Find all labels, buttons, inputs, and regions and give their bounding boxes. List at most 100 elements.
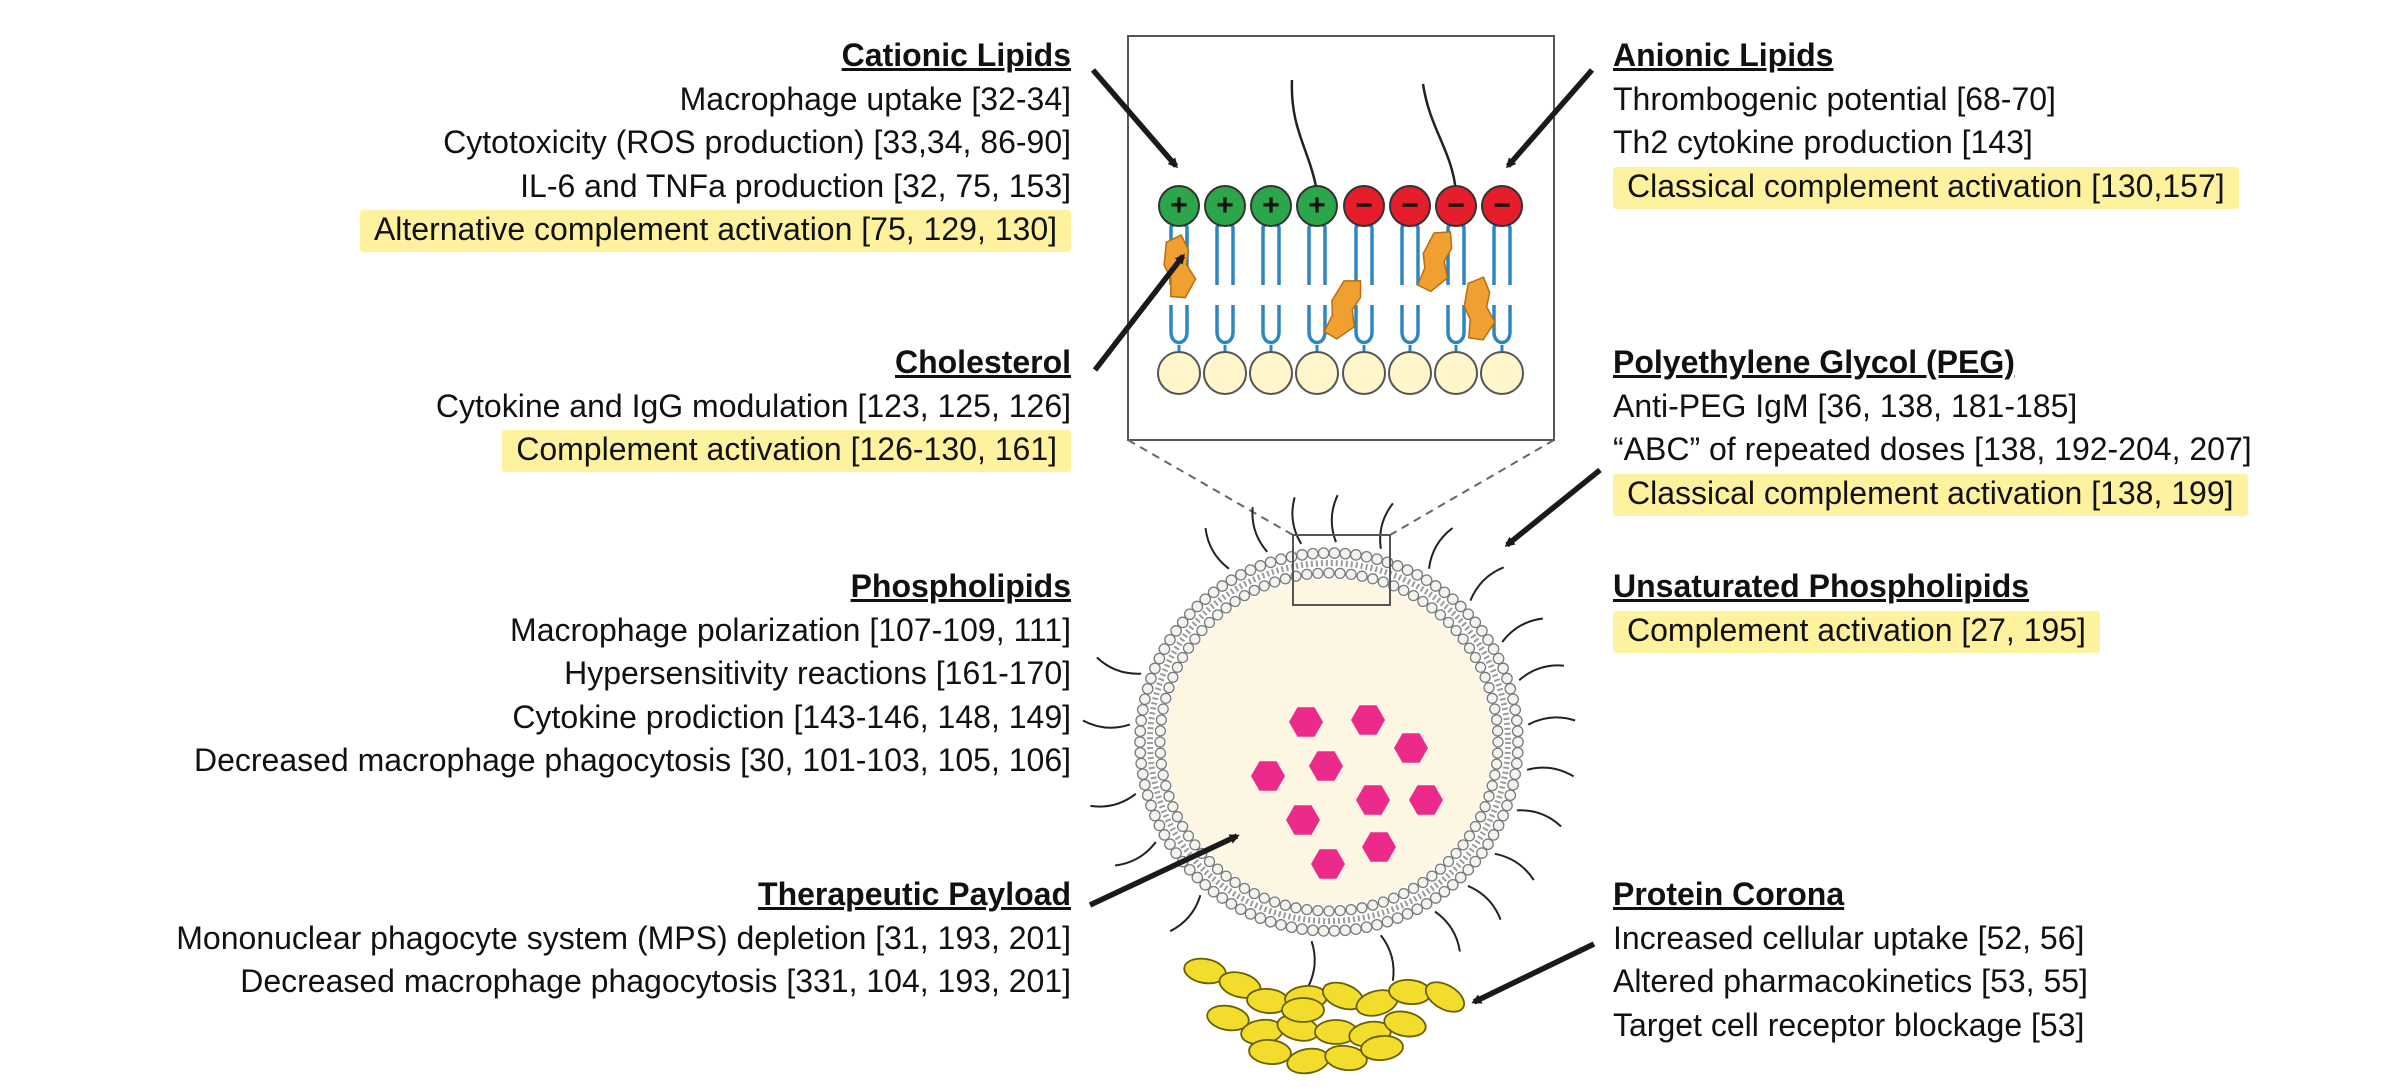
item-text: Cytokine prodiction [143-146, 148, 149] xyxy=(512,698,1071,735)
peg-chain xyxy=(1434,910,1461,952)
item-text: Cytotoxicity (ROS production) [33,34, 86… xyxy=(443,124,1071,160)
negative-charge-icon: − xyxy=(1355,189,1373,222)
cationic-lipids-item: Macrophage uptake [32-34] xyxy=(360,78,1071,122)
bilayer-bead xyxy=(1479,801,1491,813)
bilayer-bead xyxy=(1170,847,1182,859)
bilayer-bead xyxy=(1164,633,1176,646)
bilayer-bead xyxy=(1323,567,1335,579)
peg-chain xyxy=(1516,809,1562,828)
item-text: Thrombogenic potential [68-70] xyxy=(1613,80,2056,117)
unsaturated-phospholipids-heading: Unsaturated Phospholipids xyxy=(1613,568,2030,604)
bilayer-bead xyxy=(1407,882,1420,895)
bilayer-bead xyxy=(1438,885,1451,898)
peg-item: Anti-PEG IgM [36, 138, 181-185] xyxy=(1613,385,2252,429)
bilayer-bead xyxy=(1442,616,1455,629)
cationic-head xyxy=(1250,185,1292,227)
anionic-head xyxy=(1343,185,1385,227)
highlighted-text: Classical complement activation [138, 19… xyxy=(1613,473,2248,516)
bilayer-bead xyxy=(1275,553,1287,566)
bilayer-bead xyxy=(1171,661,1184,673)
bilayer-bead xyxy=(1149,662,1161,675)
peg-chain xyxy=(1090,793,1137,808)
bilayer-bead xyxy=(1170,625,1182,637)
peg-chain xyxy=(1169,894,1202,933)
bilayer-bead xyxy=(1446,593,1459,606)
cationic-lipids-item: Cytotoxicity (ROS production) [33,34, 86… xyxy=(360,121,1071,165)
bilayer-bead xyxy=(1462,608,1475,621)
bilayer-bead xyxy=(1491,725,1504,737)
bilayer-bead xyxy=(1501,672,1513,685)
unsaturated-phospholipids-item: Complement activation [27, 195] xyxy=(1613,609,2100,653)
bilayer-bead xyxy=(1450,847,1462,860)
bilayer-bead xyxy=(1244,564,1257,576)
protein-corona-item: Altered pharmacokinetics [53, 55] xyxy=(1613,960,2088,1004)
bilayer-bead xyxy=(1134,725,1147,738)
bilayer-bead xyxy=(1489,703,1501,715)
bilayer-bead xyxy=(1189,839,1201,851)
bilayer-bead xyxy=(1429,892,1442,904)
peg-chain xyxy=(1526,766,1575,778)
bilayer-bead xyxy=(1220,602,1232,614)
bilayer-bead xyxy=(1417,876,1429,889)
bilayer-bead xyxy=(1469,651,1482,664)
bilayer-bead xyxy=(1454,600,1467,613)
cholesterol-arrow xyxy=(1092,253,1186,372)
bilayer-bead xyxy=(1264,556,1277,569)
bilayer-bead xyxy=(1401,908,1414,920)
peg-chain xyxy=(1467,884,1502,921)
bilayer-bead xyxy=(1157,703,1169,715)
bilayer-bead xyxy=(1483,682,1495,694)
bilayer-bead xyxy=(1317,925,1330,937)
bilayer-bead xyxy=(1469,820,1482,833)
bilayer-bead xyxy=(1407,589,1420,602)
cholesterol-molecule xyxy=(1463,276,1496,341)
item-text: Macrophage polarization [107-109, 111] xyxy=(510,611,1071,648)
bilayer-bead xyxy=(1139,778,1151,791)
peg-chain xyxy=(1291,497,1303,545)
bilayer-bead xyxy=(1203,616,1216,629)
peg-chain xyxy=(1251,507,1268,553)
payload-hexagon xyxy=(1311,849,1345,879)
bilayer-bead xyxy=(1411,568,1424,581)
peg-chain xyxy=(1501,617,1544,643)
cationic-arrow xyxy=(1090,68,1179,169)
bilayer-bead xyxy=(1153,652,1166,665)
cationic-lipids-heading: Cationic Lipids xyxy=(841,37,1071,73)
bilayer-bead xyxy=(1269,576,1281,588)
anionic-lipids-item: Classical complement activation [130,157… xyxy=(1613,165,2239,209)
corona-protein xyxy=(1248,1039,1292,1065)
bilayer-bead xyxy=(1491,747,1504,759)
item-text: “ABC” of repeated doses [138, 192-204, 2… xyxy=(1613,431,2252,467)
highlighted-text: Classical complement activation [130,157… xyxy=(1613,166,2239,209)
cholesterol-item: Complement activation [126-130, 161] xyxy=(436,428,1071,472)
bilayer-bead xyxy=(1482,633,1494,646)
bilayer-bead xyxy=(1199,878,1212,891)
bilayer-bead xyxy=(1254,912,1267,924)
bilayer-bead xyxy=(1216,892,1229,904)
bilayer-bead xyxy=(1139,693,1151,706)
bilayer-bead xyxy=(1482,838,1494,851)
phospholipids-item: Hypersensitivity reactions [161-170] xyxy=(194,652,1071,696)
bilayer-bead xyxy=(1474,661,1487,673)
corona-arrow xyxy=(1471,941,1596,1005)
bilayer-bead xyxy=(1492,736,1504,748)
bilayer-bead xyxy=(1155,714,1168,726)
bilayer-bead xyxy=(1216,580,1229,592)
corona-protein xyxy=(1281,997,1325,1023)
bilayer-bead xyxy=(1203,855,1216,868)
payload-hexagon xyxy=(1309,751,1343,781)
bilayer-bead xyxy=(1507,693,1519,706)
payload-hexagon xyxy=(1362,832,1396,862)
bilayer-bead xyxy=(1238,882,1251,895)
bilayer-bead xyxy=(1135,757,1148,770)
corona-protein xyxy=(1206,1004,1250,1032)
cationic-head xyxy=(1204,185,1246,227)
bilayer-bead xyxy=(1356,570,1368,582)
bilayer-bead xyxy=(1296,923,1308,935)
bilayer-bead xyxy=(1391,912,1404,924)
highlighted-text: Complement activation [126-130, 161] xyxy=(502,430,1071,472)
